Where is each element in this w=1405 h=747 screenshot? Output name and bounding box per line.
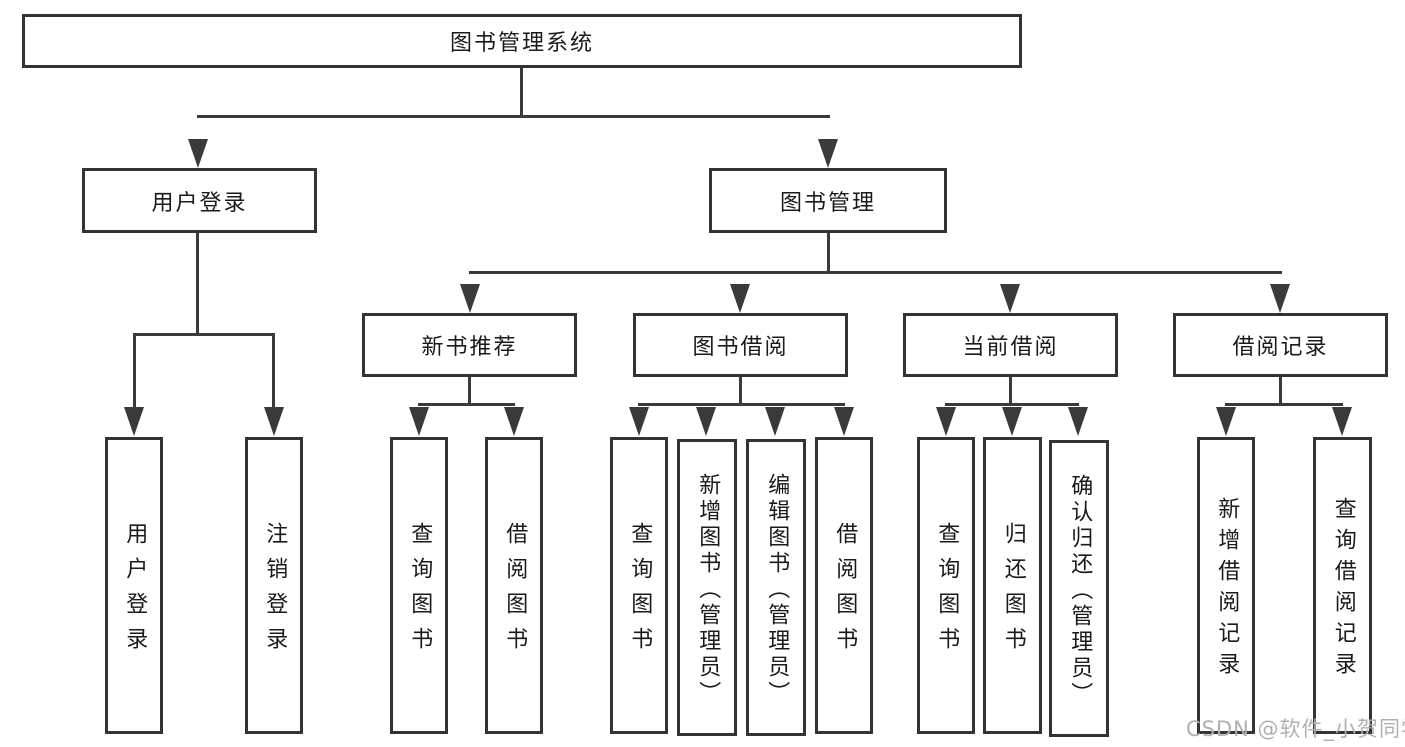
- leaf-label: 编辑图书（管理员）: [764, 472, 790, 707]
- connector-line: [1009, 377, 1012, 405]
- node-label: 图书管理: [779, 190, 876, 216]
- node-label: 图书管理系统: [449, 31, 594, 56]
- connector-line: [638, 403, 845, 406]
- leaf-confirm-return-admin: 确认归还（管理员）: [1049, 440, 1109, 737]
- arrow-down-icon: [1068, 407, 1088, 436]
- connector-line: [468, 377, 471, 405]
- leaf-query-books-newrec: 查询图书: [390, 437, 448, 734]
- connector-line: [827, 233, 830, 274]
- connector-line: [739, 377, 742, 405]
- node-book-borrowing: 图书借阅: [633, 313, 848, 377]
- leaf-label: 确认归还（管理员）: [1067, 473, 1093, 708]
- arrow-down-icon: [629, 407, 649, 436]
- arrow-down-icon: [1002, 407, 1022, 436]
- arrow-down-icon: [936, 407, 956, 436]
- leaf-label: 新增借阅记录: [1214, 497, 1240, 683]
- leaf-query-books-current: 查询图书: [917, 437, 975, 734]
- connector-line: [272, 335, 275, 408]
- connector-line: [1279, 377, 1282, 405]
- leaf-query-books-borrow: 查询图书: [610, 437, 668, 734]
- leaf-borrow-books-newrec: 借阅图书: [485, 437, 543, 734]
- leaf-label: 查询图书: [627, 522, 653, 662]
- arrow-down-icon: [696, 407, 716, 436]
- arrow-down-icon: [504, 407, 524, 436]
- leaf-label: 查询借阅记录: [1330, 497, 1356, 683]
- connector-line: [196, 233, 199, 336]
- node-label: 当前借阅: [962, 335, 1059, 360]
- node-label: 借阅记录: [1232, 335, 1329, 360]
- arrow-down-icon: [1332, 407, 1352, 436]
- node-user-login: 用户登录: [82, 168, 317, 233]
- connector-line: [1225, 403, 1343, 406]
- leaf-label: 注销登录: [262, 522, 288, 662]
- leaf-return-books: 归还图书: [983, 437, 1042, 734]
- connector-line: [133, 333, 275, 336]
- node-borrowing-records: 借阅记录: [1173, 313, 1388, 377]
- node-new-book-recommendation: 新书推荐: [362, 313, 577, 377]
- leaf-edit-books-admin: 编辑图书（管理员）: [746, 439, 806, 736]
- arrow-down-icon: [264, 407, 284, 436]
- connector-line: [197, 115, 830, 118]
- node-label: 用户登录: [151, 190, 248, 216]
- arrow-down-icon: [765, 407, 785, 436]
- leaf-label: 用户登录: [122, 522, 148, 662]
- node-book-management: 图书管理: [709, 168, 947, 233]
- arrow-down-icon: [1216, 407, 1236, 436]
- leaf-add-books-admin: 新增图书（管理员）: [677, 439, 737, 736]
- leaf-user-login: 用户登录: [105, 437, 163, 734]
- watermark: CSDN @软件_小贺同学: [1186, 717, 1405, 741]
- leaf-label: 归还图书: [1000, 522, 1026, 662]
- arrow-down-icon: [188, 139, 208, 168]
- connector-line: [520, 68, 523, 117]
- arrow-down-icon: [818, 139, 838, 168]
- arrow-down-icon: [730, 284, 750, 313]
- arrow-down-icon: [1270, 284, 1290, 313]
- connector-line: [469, 271, 1282, 274]
- leaf-label: 借阅图书: [832, 522, 858, 662]
- connector-line: [945, 403, 1079, 406]
- leaf-add-borrow-record: 新增借阅记录: [1197, 437, 1255, 734]
- arrow-down-icon: [124, 407, 144, 436]
- leaf-label: 查询图书: [407, 522, 433, 662]
- leaf-query-borrow-record: 查询借阅记录: [1313, 437, 1372, 734]
- node-current-borrowing: 当前借阅: [903, 313, 1118, 377]
- node-library-management-system: 图书管理系统: [22, 14, 1022, 68]
- arrow-down-icon: [409, 407, 429, 436]
- arrow-down-icon: [1000, 284, 1020, 313]
- node-label: 新书推荐: [421, 335, 518, 360]
- leaf-label: 查询图书: [934, 522, 960, 662]
- arrow-down-icon: [460, 284, 480, 313]
- leaf-borrow-books-borrow: 借阅图书: [815, 437, 873, 734]
- connector-line: [418, 403, 515, 406]
- arrow-down-icon: [834, 407, 854, 436]
- connector-line: [133, 335, 136, 408]
- leaf-logout-login: 注销登录: [245, 437, 303, 734]
- leaf-label: 新增图书（管理员）: [695, 472, 721, 707]
- node-label: 图书借阅: [692, 335, 789, 360]
- leaf-label: 借阅图书: [502, 522, 528, 662]
